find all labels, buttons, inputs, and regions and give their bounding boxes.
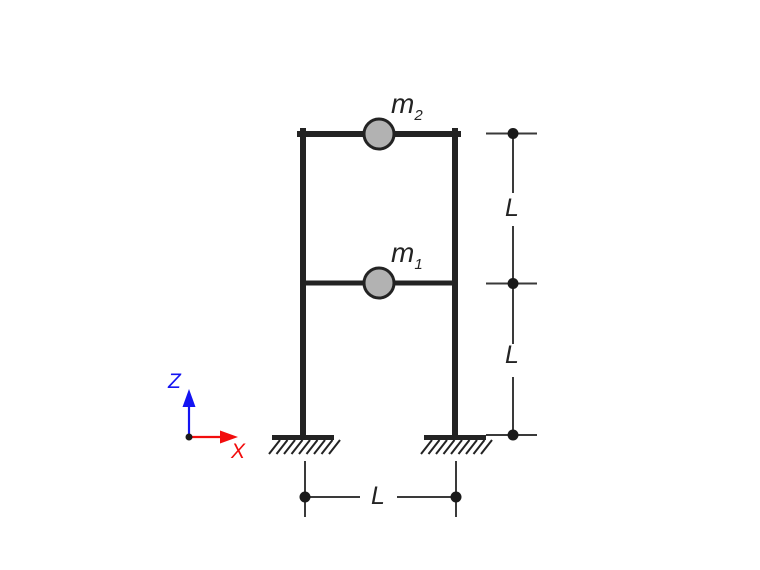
fixed-support-right: [420, 435, 493, 455]
mass-label-m2: m2: [391, 88, 423, 124]
z-axis-arrowhead-icon: [182, 389, 196, 407]
dim-label-bay-width: L: [371, 482, 385, 510]
dim-dot-right: [450, 491, 462, 503]
dim-label-story-lower: L: [505, 341, 519, 369]
dim-dot-top: [507, 128, 519, 139]
dim-dot-bottom: [507, 429, 519, 441]
axis-origin-dot: [185, 433, 193, 441]
dim-label-story-upper: L: [505, 194, 519, 222]
mass-node-m1: [362, 266, 396, 300]
mass-node-m2: [362, 117, 396, 151]
support-hatching: [420, 439, 493, 455]
dim-dot-left: [299, 491, 311, 503]
mass-label-m1-subscript: 1: [414, 256, 423, 273]
dim-dot-middle: [507, 278, 519, 289]
fixed-support-left: [268, 435, 341, 455]
dimension-bottom: [299, 461, 462, 517]
mass-label-m2-base: m: [391, 88, 415, 119]
coordinate-system: [182, 389, 238, 444]
dimension-chain-right: [486, 128, 537, 441]
x-axis-label: X: [231, 440, 246, 463]
support-hatching: [268, 439, 341, 455]
mass-label-m1: m1: [391, 237, 423, 273]
x-axis-arrowhead-icon: [220, 430, 238, 444]
mass-label-m1-base: m: [391, 237, 415, 268]
z-axis-label: Z: [168, 370, 181, 393]
mass-label-m2-subscript: 2: [414, 107, 423, 124]
